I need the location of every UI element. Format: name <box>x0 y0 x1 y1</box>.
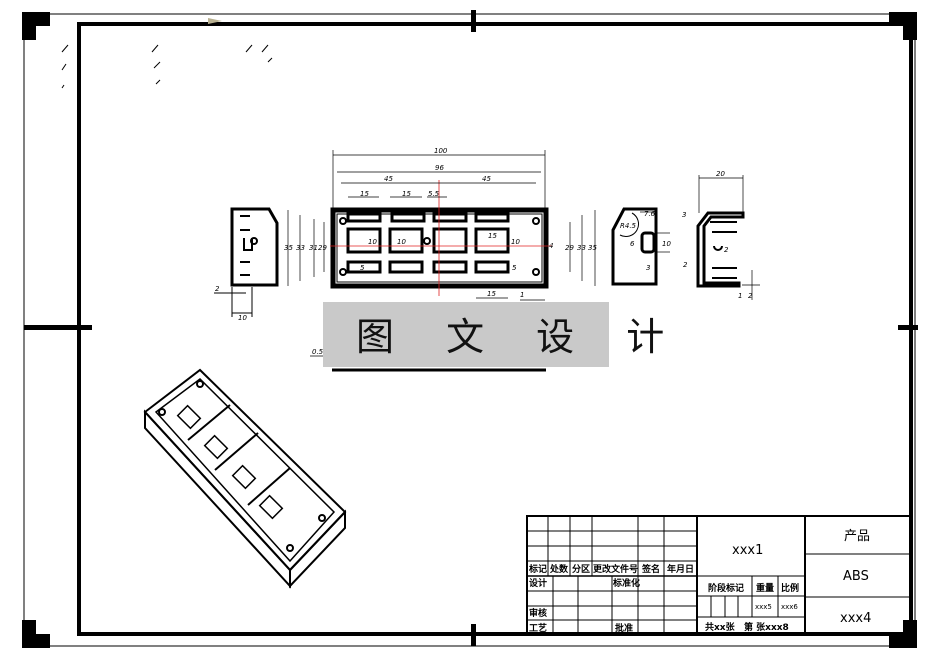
tb-header-signature: 签名 <box>641 563 660 575</box>
dim-h10-a: 10 <box>368 238 377 246</box>
dim-sec-7-6: 7.6 <box>644 210 656 218</box>
dim-h5-b: 5 <box>512 264 517 272</box>
tb-header-zone: 分区 <box>572 563 590 575</box>
drawing-border <box>77 22 913 636</box>
sketch-marks <box>61 44 273 89</box>
isometric-view <box>143 368 347 589</box>
dim-end-rib: 2 <box>724 246 729 254</box>
dim-sec-6: 6 <box>630 240 635 248</box>
dim-end-wall: 2 <box>683 261 688 269</box>
front-view-dimensions: 100 96 45 45 15 15 5.5 35 33 31 29 10 10… <box>284 147 597 299</box>
title-block-text: 标记 处数 分区 更改文件号 签名 年月日 设计 标准化 审核 工艺 批准 xx… <box>528 529 871 634</box>
left-side-view <box>214 207 279 317</box>
dim-overall-length: 100 <box>434 147 448 155</box>
tb-scale-value: xxx6 <box>781 603 798 611</box>
dim-h33-left: 33 <box>296 244 305 252</box>
section-view <box>611 207 670 286</box>
dim-offset: 5.5 <box>428 190 440 198</box>
dim-slot-c: 15 <box>488 232 497 240</box>
tb-drawing-code: xxx4 <box>840 611 871 626</box>
tb-weight: 重量 <box>756 582 774 594</box>
watermark-box <box>323 302 609 367</box>
dim-slot-b: 15 <box>402 190 411 198</box>
dim-end-b2: 2 <box>748 292 753 300</box>
tb-product-label: 产品 <box>844 529 870 544</box>
dim-side-wall: 2 <box>215 285 220 293</box>
tb-sheets: 共xx张 <box>705 621 736 633</box>
dim-half-left: 45 <box>384 175 393 183</box>
tb-header-count: 处数 <box>549 563 569 575</box>
tb-material: ABS <box>843 569 869 584</box>
dim-side-width: 10 <box>238 314 247 322</box>
tb-design: 设计 <box>529 577 547 589</box>
dim-h33-right: 33 <box>577 244 586 252</box>
orientation-mark <box>208 18 222 24</box>
tb-drawing-name: xxx1 <box>732 543 763 558</box>
tb-review: 审核 <box>529 607 547 619</box>
dim-slot-bottom: 15 <box>487 290 496 298</box>
dim-rib: 1 <box>520 291 524 299</box>
tb-weight-value: xxx5 <box>755 603 772 611</box>
dim-sec-10: 10 <box>662 240 671 248</box>
dim-h35-left: 35 <box>284 244 293 252</box>
end-view <box>696 175 760 300</box>
dim-h29-right: 29 <box>565 244 574 252</box>
dim-h10-b: 10 <box>397 238 406 246</box>
tb-standardize: 标准化 <box>612 577 640 589</box>
dim-h5-a: 5 <box>360 264 365 272</box>
dim-half-right: 45 <box>482 175 491 183</box>
tb-process: 工艺 <box>529 622 547 634</box>
watermark-text: 图 文 设 计 <box>356 315 684 359</box>
tb-approve: 批准 <box>615 622 633 634</box>
tb-header-change-doc: 更改文件号 <box>593 563 638 575</box>
dim-h35-right: 35 <box>588 244 597 252</box>
dim-h10-c: 10 <box>511 238 520 246</box>
tb-stage-mark: 阶段标记 <box>708 582 744 594</box>
dim-end-top: 3 <box>682 211 686 219</box>
tb-sheet-no: 第 张xxx8 <box>744 621 789 633</box>
dim-h4: 4 <box>549 242 553 250</box>
front-view <box>287 150 596 301</box>
dim-sec-radius: R4.5 <box>620 222 637 230</box>
tb-scale: 比例 <box>781 582 799 594</box>
dim-slot-a: 15 <box>360 190 369 198</box>
dim-end-b1: 1 <box>738 292 742 300</box>
tb-header-mark: 标记 <box>528 563 547 575</box>
dim-h31: 31 <box>309 244 318 252</box>
dim-h29-left: 29 <box>318 244 327 252</box>
dim-sec-3: 3 <box>646 264 650 272</box>
dim-end-depth: 20 <box>716 170 725 178</box>
dim-inner-length: 96 <box>435 164 444 172</box>
dim-bottom-0-5: 0.5 <box>312 348 324 356</box>
tb-header-date: 年月日 <box>667 563 694 575</box>
title-block <box>526 515 912 635</box>
